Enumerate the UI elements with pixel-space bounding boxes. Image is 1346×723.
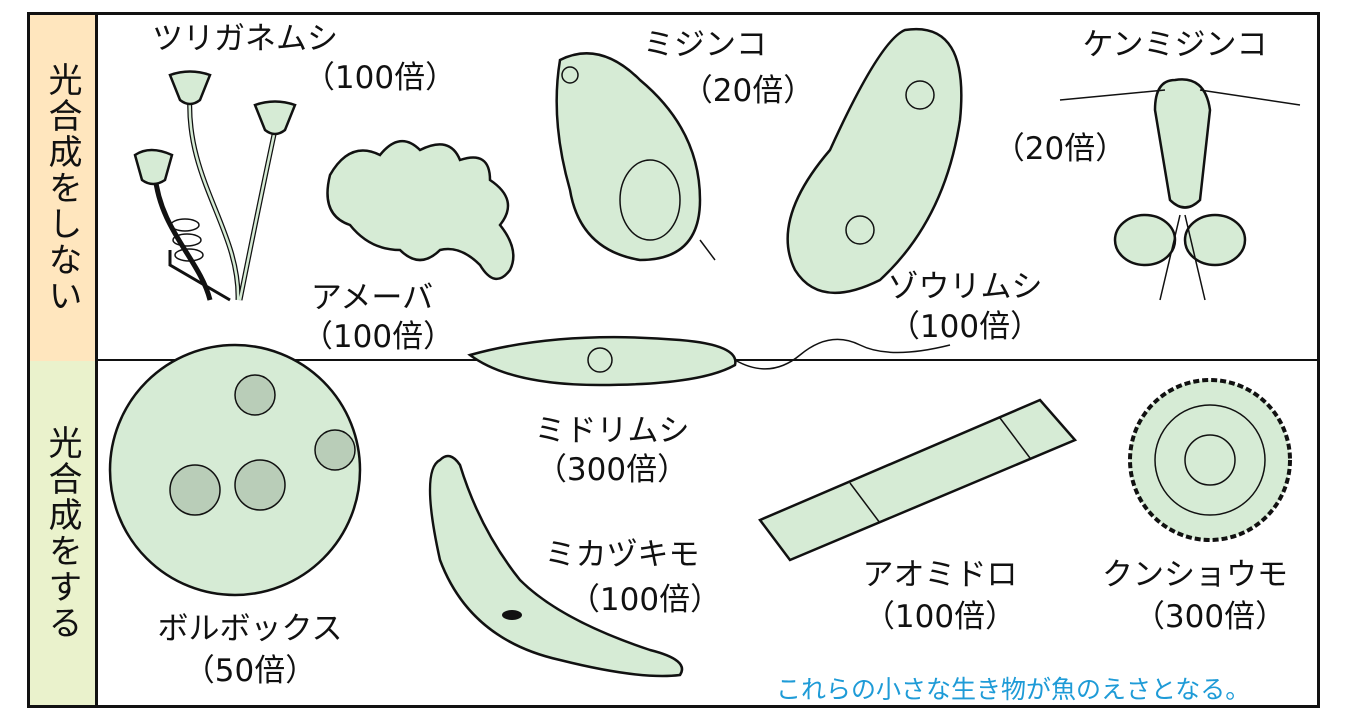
mag-kenmijinko: （20倍） — [993, 131, 1127, 167]
label-midorimushi: ミドリムシ — [534, 413, 690, 449]
tsuriganemushi-illustration — [133, 70, 297, 302]
mag-mijinko: （20倍） — [681, 73, 815, 109]
row-label: 光合成をする — [42, 425, 82, 641]
mag-aomidoro: （100倍） — [863, 599, 1017, 635]
label-aomidoro: アオミドロ — [862, 557, 1018, 593]
aomidoro-illustration — [758, 398, 1078, 562]
label-mikazukimo: ミカヅキモ — [544, 537, 700, 573]
zourimushi-illustration — [786, 27, 963, 295]
midorimushi-illustration — [467, 335, 951, 387]
row-header-photosynthesis: 光合成をする — [27, 361, 98, 708]
label-zourimushi: ゾウリムシ — [887, 269, 1043, 305]
mag-mikazukimo: （100倍） — [568, 582, 722, 618]
label-kunshoumo: クンショウモ — [1102, 557, 1288, 593]
mag-midorimushi: （300倍） — [535, 452, 689, 488]
label-kenmijinko: ケンミジンコ — [1082, 27, 1268, 63]
mag-volvox: （50倍） — [183, 653, 317, 689]
row-header-no-photosynthesis: 光合成をしない — [27, 12, 98, 361]
label-mijinko: ミジンコ — [643, 27, 767, 63]
amoeba-illustration — [326, 140, 515, 280]
kunshoumo-illustration — [1128, 378, 1292, 542]
mag-tsuriganemushi: （100倍） — [303, 60, 457, 96]
mag-zourimushi: （100倍） — [888, 309, 1042, 345]
label-volvox: ボルボックス — [157, 611, 343, 647]
caption: これらの小さな生き物が魚のえさとなる。 — [776, 675, 1251, 704]
mikazukimo-illustration — [428, 454, 684, 678]
mag-amoeba: （100倍） — [301, 319, 455, 355]
mag-kunshoumo: （300倍） — [1133, 599, 1287, 635]
row-label: 光合成をしない — [42, 62, 82, 314]
label-amoeba: アメーバ — [310, 280, 434, 316]
mijinko-illustration — [555, 52, 716, 262]
kenmijinko-illustration — [1059, 78, 1301, 301]
volvox-illustration — [108, 343, 362, 597]
label-tsuriganemushi: ツリガネムシ — [152, 21, 338, 57]
